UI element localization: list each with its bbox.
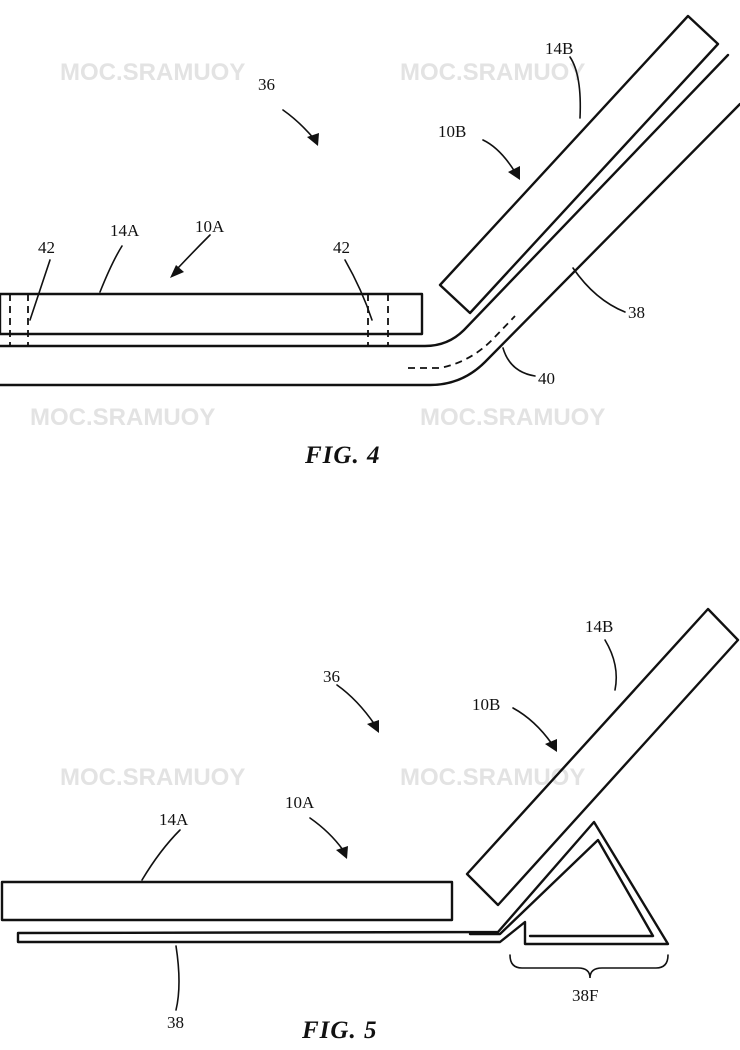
figure-4-title: FIG. 4: [304, 442, 380, 469]
leader-38: [175, 945, 180, 1011]
hinge-40-dashed: [408, 315, 516, 369]
watermark-text: MOC.SRAMUOY: [400, 764, 585, 791]
figure-4: 36 14B 10B 14A 10A 42 42 38 40 FIG. 4: [0, 14, 740, 469]
leader-10a: [309, 817, 344, 851]
arrow-head-36: [307, 133, 319, 146]
label-14a: 14A: [110, 221, 140, 240]
leader-40: [502, 347, 536, 377]
label-36: 36: [258, 75, 275, 94]
leader-36: [282, 109, 316, 141]
device-10b-body: [438, 14, 720, 315]
leader-42-right: [344, 259, 373, 321]
watermark-text: MOC.SRAMUOY: [60, 59, 245, 86]
figure-5-title: FIG. 5: [301, 1017, 377, 1044]
device-10a-body: [0, 292, 424, 336]
arrow-head-10a: [170, 265, 184, 278]
watermark-text: MOC.SRAMUOY: [30, 404, 215, 431]
label-38: 38: [628, 303, 645, 322]
watermark-text: MOC.SRAMUOY: [420, 404, 605, 431]
label-10b: 10B: [438, 122, 466, 141]
cover-38-outer-edge: [16, 820, 670, 946]
leader-36: [336, 684, 376, 726]
label-10a: 10A: [195, 217, 225, 236]
leader-38: [572, 267, 626, 313]
leader-14b: [569, 56, 582, 119]
label-14b: 14B: [585, 617, 613, 636]
figure-5: 36 14B 10B 10A 14A 38 38F FIG. 5: [0, 607, 740, 1044]
label-42-right: 42: [333, 238, 350, 257]
watermark-text: MOC.SRAMUOY: [400, 59, 585, 86]
arrow-head-10a: [336, 846, 348, 859]
label-38f: 38F: [572, 986, 598, 1005]
arrow-head-10b: [545, 739, 557, 752]
device-10b-body: [465, 607, 740, 907]
cover-38-outer-edge: [0, 102, 740, 387]
label-10b: 10B: [472, 695, 500, 714]
arrow-head-36: [367, 720, 379, 733]
label-42-left: 42: [38, 238, 55, 257]
label-14b: 14B: [545, 39, 573, 58]
label-14a: 14A: [159, 810, 189, 829]
leader-10a: [177, 234, 211, 269]
watermark-text: MOC.SRAMUOY: [60, 764, 245, 791]
cover-38-inner-edge: [0, 53, 730, 348]
cover-38-inner-edge: [468, 838, 655, 938]
leader-10b: [512, 707, 553, 745]
arrow-head-10b: [508, 166, 520, 180]
leader-42-left: [29, 259, 51, 321]
leader-14a: [99, 245, 123, 293]
device-10a-body: [0, 880, 454, 922]
leader-14a: [141, 829, 181, 881]
leader-10b: [482, 139, 516, 173]
brace-38f: [509, 954, 669, 979]
label-40: 40: [538, 369, 555, 388]
label-36: 36: [323, 667, 340, 686]
leader-14b: [604, 639, 618, 691]
label-10a: 10A: [285, 793, 315, 812]
label-38: 38: [167, 1013, 184, 1032]
